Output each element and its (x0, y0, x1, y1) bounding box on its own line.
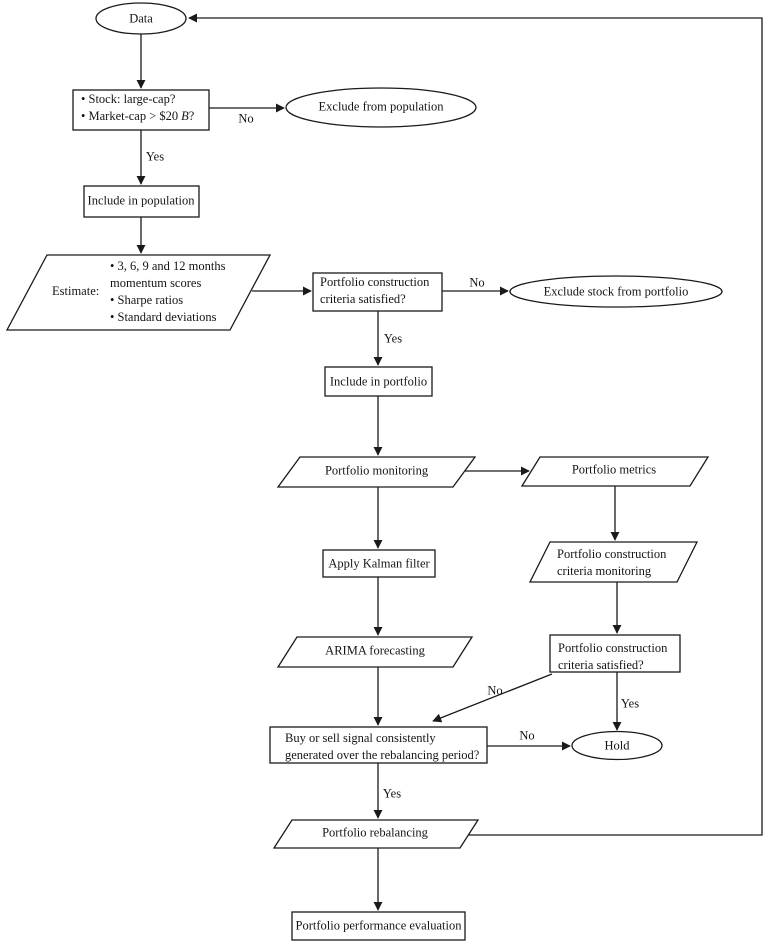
portfolio-metrics-parallelogram (520, 456, 710, 487)
portfolio-monitoring-parallelogram (276, 456, 477, 488)
exclude-stock-from-portfolio-ellipse (509, 275, 723, 308)
arima-forecasting-label: ARIMA forecasting (325, 643, 425, 658)
estimate-bullet-line: • Standard deviations (110, 310, 217, 324)
edge-label-buysell-yes: Yes (382, 786, 402, 801)
exclude-from-population-ellipse (285, 87, 477, 128)
estimate-bullet-line: momentum scores (110, 276, 202, 290)
edge-label-criteria2-no: No (487, 683, 503, 698)
data-terminal-ellipse (95, 2, 187, 35)
estimate-bullet-line: • Sharpe ratios (110, 293, 184, 307)
exclude-stock-from-portfolio-label: Exclude stock from portfolio (543, 284, 689, 298)
criteria-monitoring-label: Portfolio construction criteria monitori… (557, 547, 667, 578)
edge-rebalancing-feedback-to-data (188, 13, 763, 836)
edge-label-stock-no: No (238, 111, 254, 126)
portfolio-performance-evaluation-label: Portfolio performance evaluation (295, 918, 462, 932)
hold-label: Hold (604, 738, 630, 752)
buy-sell-signal-label: Buy or sell signal consistently generate… (285, 731, 480, 762)
apply-kalman-filter-box (322, 549, 436, 578)
edge-label-criteria1-no: No (469, 275, 485, 290)
criteria-satisfied-2-label: Portfolio construction criteria satisfie… (558, 641, 668, 672)
estimate-bullets: • 3, 6, 9 and 12 months momentum scores … (110, 258, 226, 326)
portfolio-rebalancing-label: Portfolio rebalancing (322, 825, 428, 840)
criteria-monitoring-parallelogram (528, 541, 699, 583)
edge-label-buysell-no: No (519, 728, 535, 743)
include-in-portfolio-box (324, 366, 433, 397)
portfolio-performance-evaluation-box (291, 911, 466, 941)
include-in-population-box (83, 185, 200, 218)
hold-ellipse (571, 730, 663, 761)
estimate-parallelogram (5, 254, 272, 331)
estimate-label: Estimate: (52, 284, 100, 298)
portfolio-metrics-label: Portfolio metrics (571, 462, 657, 477)
criteria-satisfied-1-label: Portfolio construction criteria satisfie… (320, 275, 430, 306)
arima-forecasting-parallelogram (276, 636, 474, 668)
estimate-bullet-line: • 3, 6, 9 and 12 months (110, 259, 226, 273)
data-label: Data (129, 11, 153, 25)
include-in-portfolio-label: Include in portfolio (329, 374, 428, 388)
apply-kalman-filter-label: Apply Kalman filter (328, 556, 430, 570)
edge-label-stock-yes: Yes (145, 149, 165, 164)
stock-check-box (72, 89, 210, 131)
stock-check-line1: • Stock: large-cap? (81, 92, 176, 106)
portfolio-monitoring-label: Portfolio monitoring (324, 463, 429, 478)
edge-label-criteria1-yes: Yes (383, 331, 403, 346)
exclude-from-population-label: Exclude from population (318, 99, 444, 114)
criteria-satisfied-2-box (549, 634, 681, 673)
buy-sell-signal-box (269, 726, 488, 764)
edge-criteria2-no-buysell (432, 673, 553, 723)
edge-label-criteria2-yes: Yes (620, 696, 640, 711)
portfolio-rebalancing-parallelogram (272, 819, 480, 849)
include-in-population-label: Include in population (87, 193, 195, 208)
criteria-satisfied-1-box (312, 272, 443, 312)
